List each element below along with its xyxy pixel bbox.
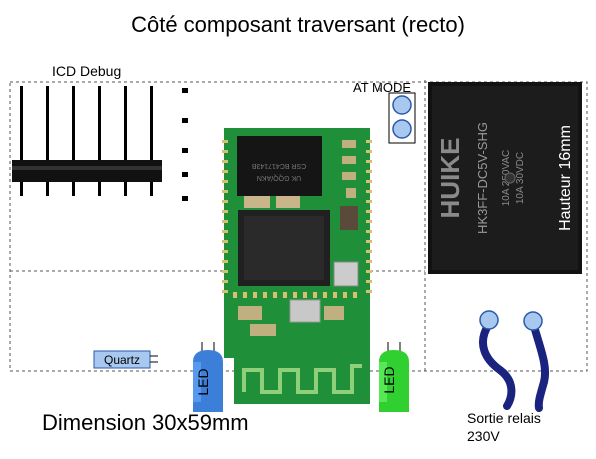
- relay-output-label-line2: 230V: [467, 428, 500, 444]
- chip-text-2: UK GQQ/AKN: [257, 174, 301, 181]
- led-left-label: LED: [195, 368, 211, 395]
- at-mode-jumper: [388, 92, 416, 144]
- chip-text-1: CSR BC417143B: [251, 162, 306, 169]
- relay-rating-text-1: 10A 250VAC: [501, 150, 512, 207]
- bluetooth-module: CSR BC417143B UK GQQ/AKN: [222, 128, 372, 404]
- relay-model-text: HK3FF-DC5V-SHG: [475, 122, 490, 234]
- relay-terminal-2: [523, 311, 543, 331]
- relay: HUIKE HK3FF-DC5V-SHG 10A 250VAC 10A 30VD…: [428, 82, 582, 274]
- led-left: LED: [193, 342, 223, 412]
- at-mode-label: AT MODE: [353, 80, 412, 95]
- relay-rating-text-2: 10A 30VDC: [515, 152, 526, 204]
- board-outline: [9, 80, 588, 372]
- quartz-component: Quartz: [93, 350, 158, 369]
- icd-debug-label: ICD Debug: [52, 63, 122, 79]
- relay-output-wires: [479, 310, 549, 412]
- relay-output-label-line1: Sortie relais: [467, 410, 541, 426]
- led-right: LED: [379, 342, 409, 412]
- icd-debug-header: [12, 86, 188, 201]
- relay-height-label: Hauteur 16mm: [557, 125, 574, 231]
- quartz-label: Quartz: [104, 353, 140, 367]
- page-title: Côté composant traversant (recto): [131, 12, 465, 37]
- relay-terminal-1: [479, 310, 499, 330]
- dimension-label: Dimension 30x59mm: [42, 410, 249, 435]
- relay-brand-text: HUIKE: [435, 138, 465, 219]
- led-right-label: LED: [381, 366, 397, 393]
